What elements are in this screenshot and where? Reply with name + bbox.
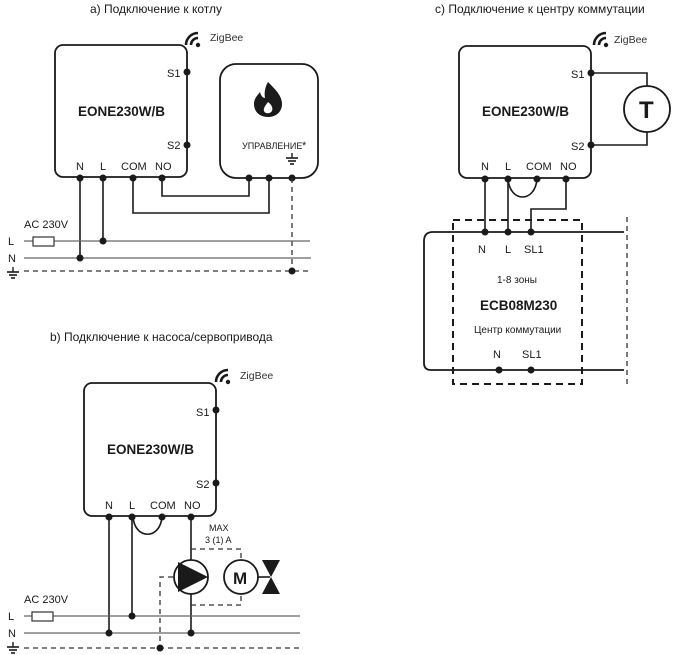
- terminal-s2-label: S2: [167, 140, 180, 152]
- hub-terminal-sl1-label: SL1: [524, 244, 544, 256]
- terminal-com-label: COM: [150, 500, 176, 512]
- boiler-control-label: УПРАВЛЕНИЕ: [242, 141, 302, 151]
- line-n-label: N: [8, 628, 16, 640]
- terminal-no-label: NO: [184, 500, 201, 512]
- max-label: MAX: [209, 523, 229, 533]
- line-l-label: L: [8, 236, 14, 248]
- terminal-no-label: NO: [560, 161, 577, 173]
- terminal-no-label: NO: [155, 161, 172, 173]
- terminal-l-label: L: [129, 500, 135, 512]
- terminal-com-label: COM: [121, 161, 147, 173]
- boiler-device: [219, 63, 319, 179]
- diagram-a: a) Подключение к котлу ZigBee EONE230W/B…: [6, 2, 319, 279]
- terminal-s1-label: S1: [196, 407, 209, 419]
- terminal-n-label: N: [76, 161, 84, 173]
- ground-icon: [6, 641, 20, 654]
- diagram-b: b) Подключение к насоса/сервопривода Zig…: [6, 330, 300, 654]
- diagram-c-title: c) Подключение к центру коммутации: [435, 2, 645, 16]
- thermostat-device: [83, 382, 217, 517]
- max-current: 3 (1) A: [205, 535, 232, 545]
- motor-label: M: [233, 569, 247, 588]
- pump-icon: [173, 559, 209, 595]
- hub-name: Центр коммутации: [474, 325, 561, 336]
- line-l-label: L: [8, 611, 14, 623]
- terminal-com-label: COM: [526, 161, 552, 173]
- temperature-sensor-icon: T: [623, 85, 671, 133]
- zigbee-label: ZigBee: [614, 34, 647, 46]
- valve-icon: [262, 560, 280, 594]
- zigbee-icon: [592, 31, 610, 49]
- terminal-s2-label: S2: [571, 141, 584, 153]
- zigbee-label: ZigBee: [240, 370, 273, 382]
- device-model: EONE230W/B: [482, 104, 569, 119]
- device-model: EONE230W/B: [78, 104, 165, 119]
- hub-model: ECB08M230: [480, 298, 557, 313]
- terminal-s1-label: S1: [571, 69, 584, 81]
- hub-device: [423, 231, 624, 371]
- hub-terminal-l-label: L: [505, 244, 511, 256]
- ground-icon: [285, 152, 299, 165]
- hub-bottom-sl1-label: SL1: [522, 349, 542, 361]
- hub-module-outline: [452, 219, 583, 385]
- terminal-n-label: N: [105, 500, 113, 512]
- device-model: EONE230W/B: [107, 442, 194, 457]
- fuse: [32, 236, 55, 247]
- flame-icon: [254, 82, 282, 117]
- supply-label: AC 230V: [24, 219, 69, 231]
- diagram-b-title: b) Подключение к насоса/сервопривода: [50, 330, 273, 344]
- sensor-label: T: [639, 97, 654, 124]
- terminal-n-label: N: [481, 161, 489, 173]
- supply-label: AC 230V: [24, 594, 69, 606]
- terminal-s1-label: S1: [167, 68, 180, 80]
- boiler-note: *: [302, 140, 307, 152]
- line-n-label: N: [8, 253, 16, 265]
- zigbee-icon: [214, 368, 232, 386]
- zigbee-icon: [184, 31, 202, 49]
- motor-icon: M: [223, 559, 259, 595]
- hub-zones: 1-8 зоны: [497, 275, 537, 286]
- terminal-l-label: L: [100, 161, 106, 173]
- thermostat-device: [458, 45, 592, 179]
- terminal-l-label: L: [505, 161, 511, 173]
- hub-terminal-n-label: N: [478, 244, 486, 256]
- diagram-a-title: a) Подключение к котлу: [90, 2, 222, 16]
- ground-icon: [6, 266, 20, 279]
- zigbee-label: ZigBee: [210, 32, 243, 44]
- terminal-s2-label: S2: [196, 479, 209, 491]
- thermostat-device: [54, 44, 188, 178]
- diagram-c: c) Подключение к центру коммутации ZigBe…: [423, 2, 671, 385]
- fuse: [31, 611, 54, 622]
- hub-bottom-n-label: N: [493, 349, 501, 361]
